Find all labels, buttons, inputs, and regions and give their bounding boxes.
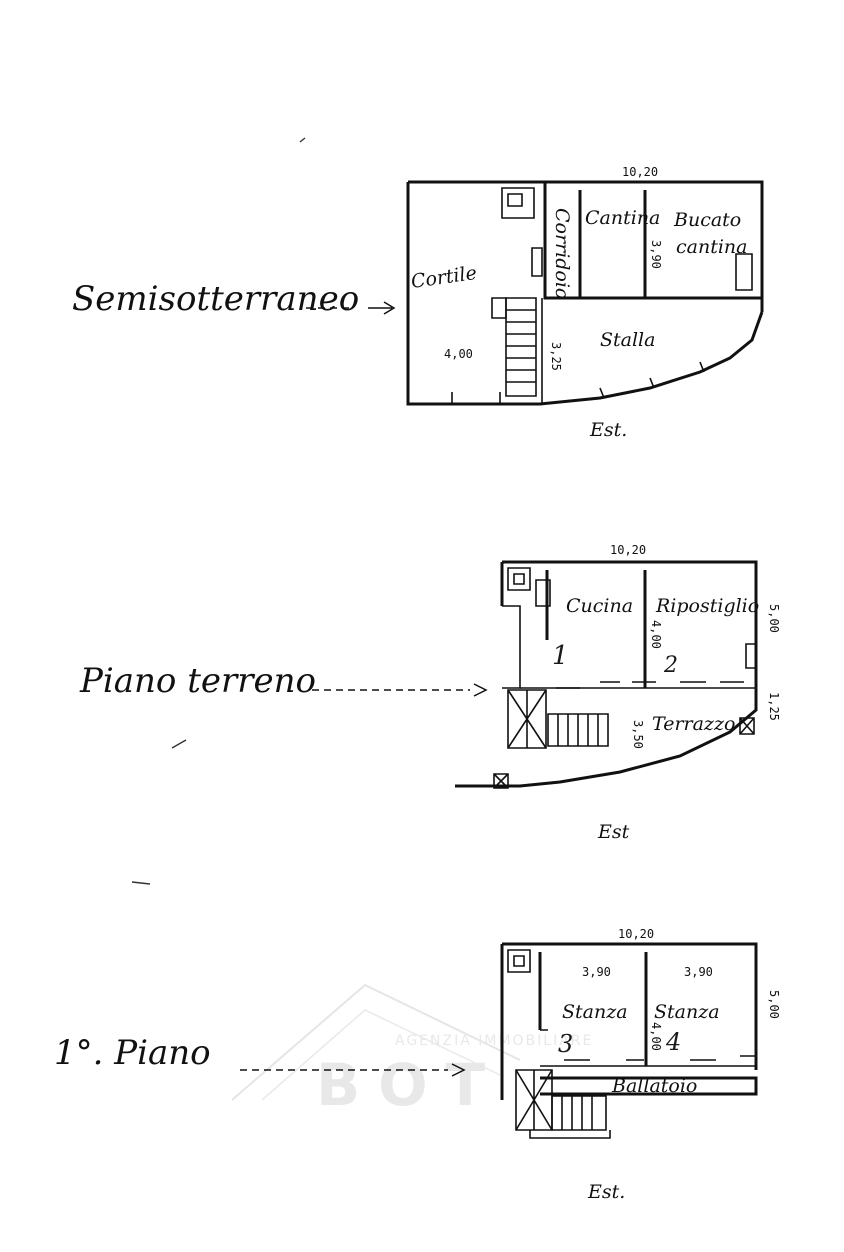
stairs-icon [515, 1069, 611, 1139]
agency-watermark: AGENZIA IMMOBILIARE BOT [231, 983, 593, 1119]
plan-walls [502, 605, 521, 689]
plan-walls [502, 942, 758, 1070]
floor-label: Semisotterraneo [72, 279, 359, 319]
chimney-icon [507, 567, 531, 591]
stairs-icon [507, 689, 609, 749]
chimney-icon [501, 187, 535, 219]
plan-walls [545, 570, 647, 688]
dimension-stanza-3: 3,90 [582, 965, 611, 979]
plan-walls [502, 560, 758, 688]
floor-piano-terreno: Piano terreno Cucina Ripostiglio Terrazz… [79, 543, 781, 843]
room-ballatoio: Ballatoio [611, 1075, 697, 1097]
plan-walls [408, 180, 764, 312]
room-stanza-4: Stanza [654, 1001, 720, 1023]
room-number-1: 1 [552, 641, 569, 671]
room-number-3: 3 [558, 1030, 573, 1058]
drain-icon [493, 773, 509, 789]
window-marks [451, 361, 705, 404]
dimension-stanza-4: 3,90 [684, 965, 713, 979]
room-terrazzo: Terrazzo [652, 713, 735, 735]
terrace-curve [455, 688, 758, 788]
dimension-depth: 3,90 [649, 240, 663, 269]
room-ripostiglio: Ripostiglio [655, 595, 759, 617]
stairs-icon [491, 297, 537, 397]
dimension-width: 10,20 [618, 927, 654, 941]
room-number-4: 4 [665, 1028, 681, 1056]
floor-semisotterraneo: Semisotterraneo Cortile Corridoio Cantin… [72, 165, 764, 441]
arrow-icon [451, 1063, 466, 1077]
room-corridoio: Corridoio [551, 208, 573, 299]
watermark-text: AGENZIA IMMOBILIARE [395, 1033, 593, 1049]
pen-mark [131, 137, 306, 885]
orientation-label: Est [597, 821, 630, 843]
room-bucato: Bucato [673, 209, 741, 231]
dimension-cortile: 4,00 [444, 347, 473, 361]
room-stanza-3: Stanza [562, 1001, 628, 1023]
dimension-stalla: 3,25 [549, 342, 563, 371]
watermark-logo: BOT [316, 1051, 503, 1119]
dimension-depth: 5,00 [767, 604, 781, 633]
dimension-width: 10,20 [610, 543, 646, 557]
floor-label: Piano terreno [79, 661, 316, 701]
dimension-terrazzo: 3,50 [631, 720, 645, 749]
plan-walls [578, 190, 647, 298]
arrow-icon [368, 301, 396, 315]
ballatoio-walls [540, 1076, 758, 1096]
room-number-2: 2 [663, 653, 678, 678]
oven-icon [535, 579, 551, 607]
orientation-label: Est. [587, 1181, 625, 1203]
room-stalla: Stalla [600, 329, 655, 351]
room-cantina: Cantina [585, 207, 660, 229]
dimension-cucina: 4,00 [649, 620, 663, 649]
room-cantina-2: cantina [676, 236, 747, 258]
fireplace-icon [735, 253, 753, 291]
dimension-width: 10,20 [622, 165, 658, 179]
pillar-icon [531, 247, 543, 277]
plan-walls [540, 1029, 756, 1057]
dimension-stanza-depth: 4,00 [649, 1022, 663, 1051]
room-cucina: Cucina [566, 595, 633, 617]
window-marks [556, 681, 744, 689]
plan-walls [543, 182, 762, 300]
floor-primo-piano: 1°. Piano Stanza Stanza Ballatoio 3 4 10… [54, 927, 781, 1203]
drain-icon [739, 717, 755, 735]
dimension-depth: 5,00 [767, 990, 781, 1019]
plan-walls [538, 952, 648, 1066]
dimension-balcony: 1,25 [767, 692, 781, 721]
arrow-icon [473, 683, 488, 697]
pillar-icon [745, 643, 757, 669]
room-cortile: Cortile [410, 262, 479, 293]
orientation-label: Est. [589, 419, 627, 441]
chimney-icon [507, 949, 531, 973]
floor-label: 1°. Piano [54, 1033, 211, 1073]
